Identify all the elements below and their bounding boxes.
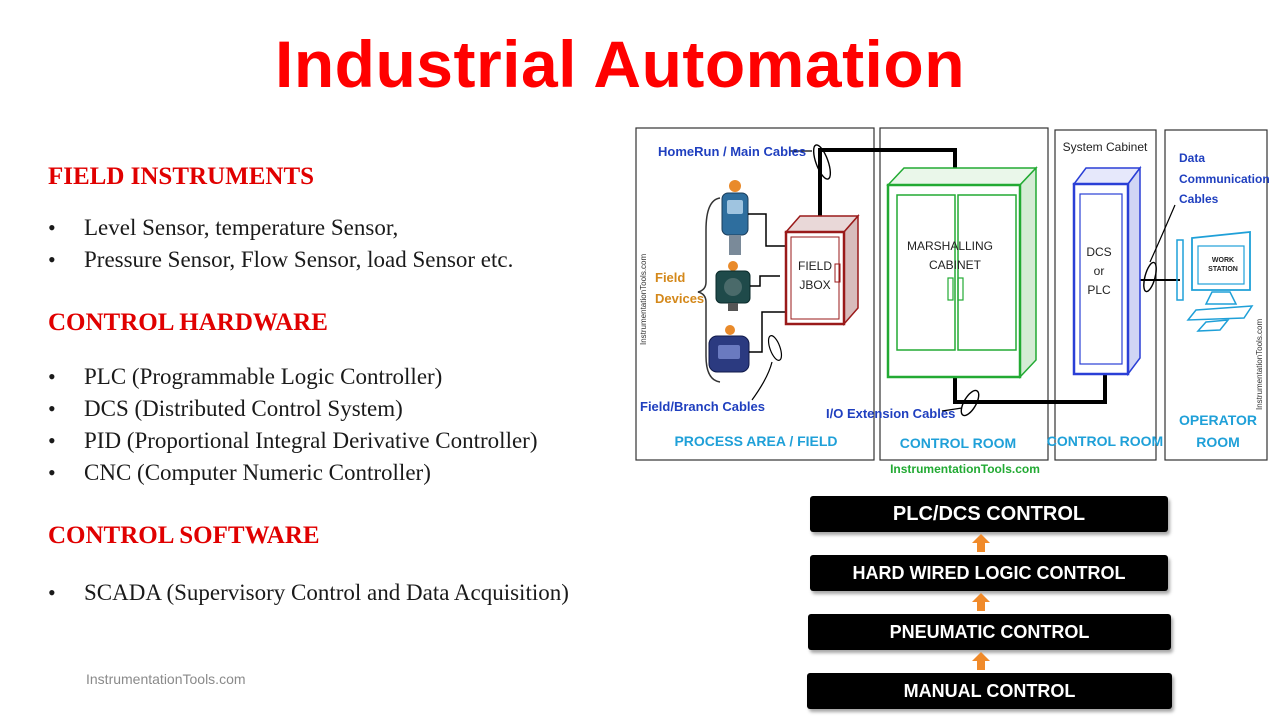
field-branch-label: Field/Branch Cables — [640, 399, 765, 414]
system-cabinet-label: System Cabinet — [1063, 140, 1148, 154]
ladder-hard-wired-logic-control: HARD WIRED LOGIC CONTROL — [810, 555, 1168, 591]
level-transmitter-icon — [708, 325, 750, 373]
field-devices-label-1: Field — [655, 270, 685, 285]
control-hardware-list: PLC (Programmable Logic Controller) DCS … — [44, 361, 538, 489]
list-item: PID (Proportional Integral Derivative Co… — [44, 425, 538, 457]
footer-watermark: InstrumentationTools.com — [86, 671, 246, 687]
workstation-icon — [1176, 231, 1254, 332]
list-item: Level Sensor, temperature Sensor, — [44, 212, 513, 244]
section-heading-control-hardware: CONTROL HARDWARE — [48, 309, 328, 336]
workstation-label-1: WORK — [1212, 257, 1234, 264]
temperature-transmitter-icon — [715, 261, 751, 311]
ladder-manual-control: MANUAL CONTROL — [807, 673, 1172, 709]
field-devices-brace — [697, 197, 721, 383]
pressure-transmitter-icon — [721, 180, 749, 255]
list-item: DCS (Distributed Control System) — [44, 393, 538, 425]
page-title: Industrial Automation — [274, 27, 966, 101]
list-item: Pressure Sensor, Flow Sensor, load Senso… — [44, 244, 513, 276]
field-instruments-list: Level Sensor, temperature Sensor, Pressu… — [44, 212, 513, 276]
vertical-watermark-left: InstrumentationTools.com — [639, 254, 648, 345]
operator-room-label-1: OPERATOR — [1179, 412, 1257, 428]
data-comm-label-3: Cables — [1179, 192, 1219, 206]
field-jbox-label-1: FIELD — [798, 259, 832, 273]
homerun-main-cable — [818, 148, 957, 218]
operator-room-panel — [1164, 129, 1268, 461]
marshalling-label-2: CABINET — [929, 258, 982, 272]
dcs-label-2: or — [1094, 264, 1105, 278]
field-devices-label-2: Devices — [655, 291, 704, 306]
dcs-label-1: DCS — [1086, 245, 1111, 259]
process-area-panel — [635, 127, 875, 461]
homerun-cable-marker — [812, 144, 832, 180]
process-area-label: PROCESS AREA / FIELD — [674, 433, 837, 449]
system-cabinet-panel — [1054, 129, 1157, 461]
data-cable-marker — [1143, 261, 1157, 293]
list-item: PLC (Programmable Logic Controller) — [44, 361, 538, 393]
field-jbox — [784, 214, 860, 326]
ladder-pneumatic-control: PNEUMATIC CONTROL — [808, 614, 1171, 650]
vertical-watermark-right: InstrumentationTools.com — [1255, 319, 1264, 410]
operator-room-label-2: ROOM — [1196, 434, 1240, 450]
control-room-label-2: CONTROL ROOM — [1047, 433, 1163, 449]
io-extension-cable — [953, 370, 1107, 404]
list-item: SCADA (Supervisory Control and Data Acqu… — [44, 577, 569, 609]
section-heading-field-instruments: FIELD INSTRUMENTS — [48, 163, 315, 190]
workstation-label-2: STATION — [1208, 266, 1238, 273]
ladder-plc-dcs-control: PLC/DCS CONTROL — [810, 496, 1168, 532]
marshalling-label-1: MARSHALLING — [907, 239, 993, 253]
control-room-label: CONTROL ROOM — [900, 435, 1016, 451]
homerun-label: HomeRun / Main Cables — [658, 144, 806, 159]
data-comm-label-1: Data — [1179, 151, 1205, 165]
data-comm-label-2: Communication — [1179, 172, 1270, 186]
list-item: CNC (Computer Numeric Controller) — [44, 457, 538, 489]
diagram-bottom-watermark: InstrumentationTools.com — [890, 462, 1040, 476]
dcs-label-3: PLC — [1087, 283, 1111, 297]
field-jbox-label-2: JBOX — [799, 278, 830, 292]
branch-cable-marker — [767, 335, 783, 361]
marshalling-cabinet — [886, 166, 1038, 379]
io-extension-label: I/O Extension Cables — [826, 406, 955, 421]
io-cable-marker — [960, 389, 980, 417]
section-heading-control-software: CONTROL SOFTWARE — [48, 522, 320, 549]
control-software-list: SCADA (Supervisory Control and Data Acqu… — [44, 577, 569, 609]
control-room-panel — [879, 127, 1049, 461]
dcs-plc-cabinet — [1072, 165, 1142, 377]
